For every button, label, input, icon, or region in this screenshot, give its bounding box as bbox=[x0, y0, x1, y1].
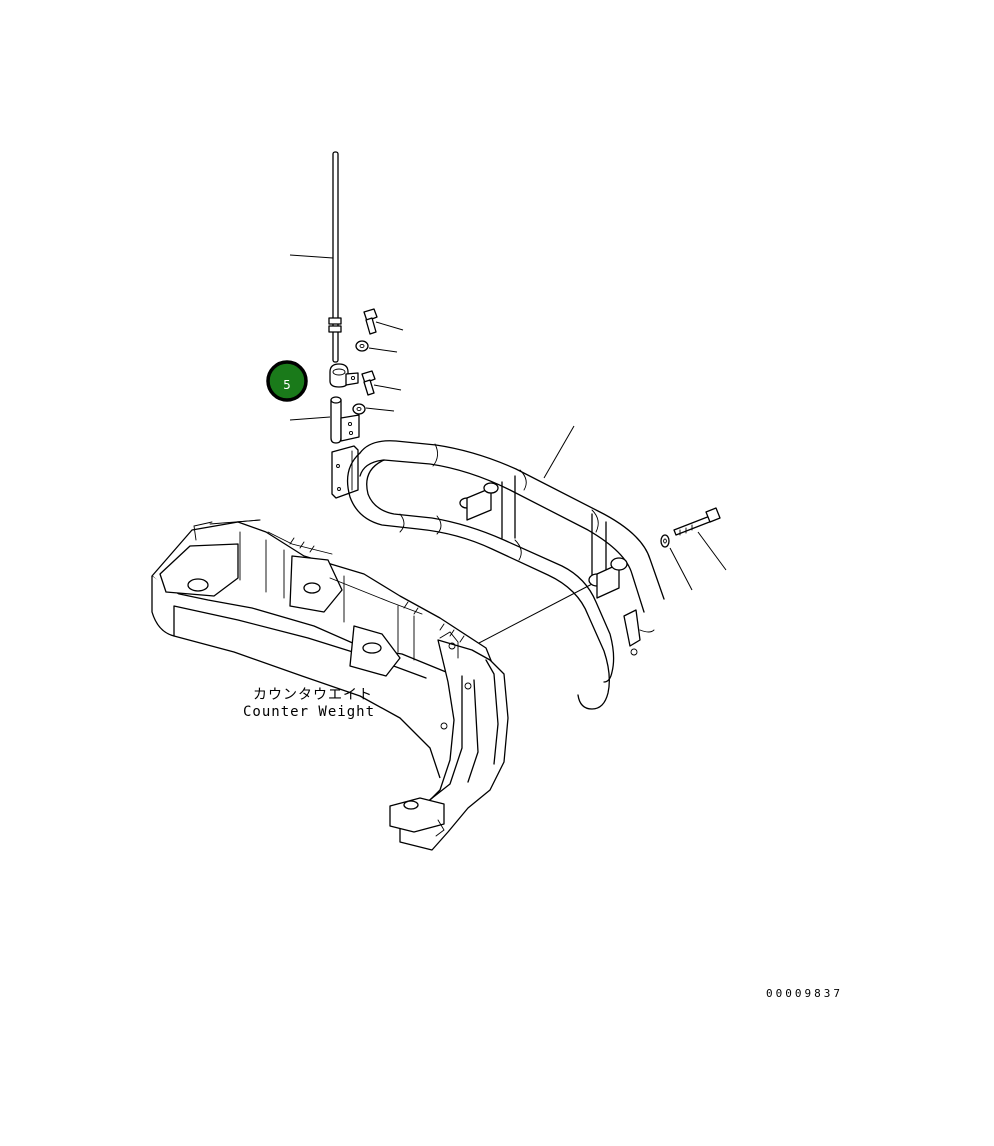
washer-upper bbox=[355, 340, 369, 352]
washer-lower bbox=[352, 403, 366, 415]
counterweight-label-en: Counter Weight bbox=[243, 704, 375, 720]
washer-right bbox=[660, 534, 670, 548]
bolt-upper bbox=[363, 308, 378, 335]
handrail-frame bbox=[331, 440, 665, 710]
bolt-lower bbox=[361, 370, 376, 396]
counterweight-body bbox=[151, 519, 509, 851]
clamp-part bbox=[329, 363, 359, 388]
rod-holder bbox=[330, 396, 360, 444]
drawing-code: 00009837 bbox=[766, 987, 843, 1000]
vertical-rod bbox=[328, 151, 342, 363]
callout-number: 5 bbox=[283, 378, 291, 392]
long-bolt bbox=[673, 507, 721, 536]
counterweight-label-jp: カウンタウエイト bbox=[253, 687, 373, 703]
callout-item-5[interactable]: 5 bbox=[266, 360, 308, 402]
